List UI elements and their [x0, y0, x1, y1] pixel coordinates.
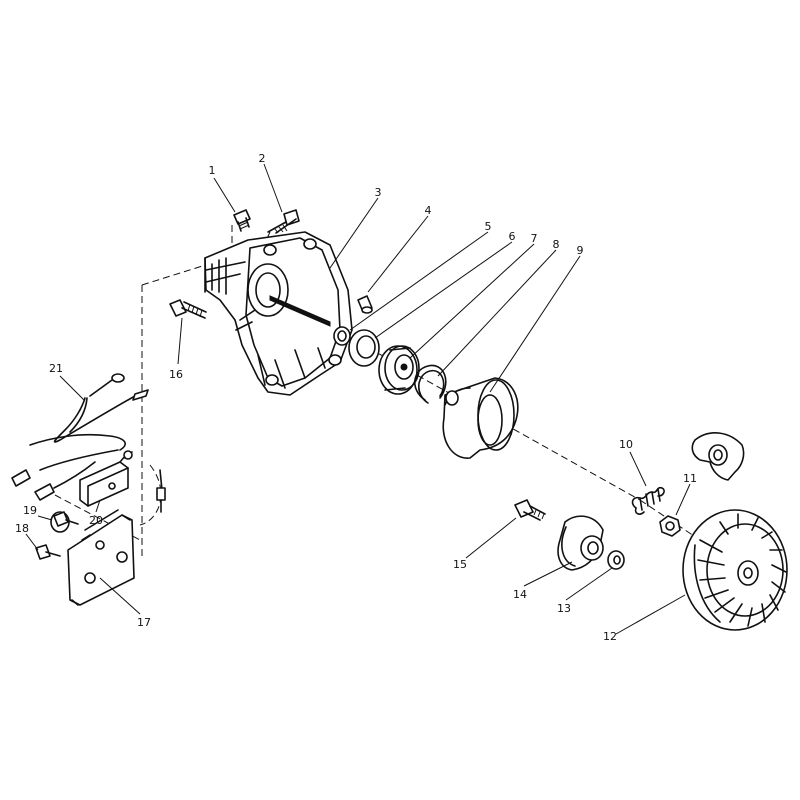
ref-label: 14 [513, 588, 527, 601]
part-bearing-7 [378, 345, 420, 395]
ref-label: 19 [23, 504, 37, 517]
part-snap-ring-8 [414, 364, 447, 404]
ref-label: 9 [577, 244, 584, 257]
assembly-axis-lines [54, 225, 701, 560]
reference-numbers: 1 2 3 4 5 6 7 8 9 10 11 12 13 14 15 16 1… [15, 152, 697, 643]
ref-label: 12 [603, 630, 617, 643]
ref-label: 3 [375, 186, 382, 199]
ref-label: 1 [209, 164, 216, 177]
part-washer-13 [607, 550, 625, 570]
ref-label: 21 [49, 362, 63, 375]
ref-label: 7 [531, 232, 538, 245]
ref-label: 20 [89, 514, 103, 527]
part-washer-6 [348, 329, 380, 367]
ref-label: 4 [425, 204, 432, 217]
ref-label: 18 [15, 522, 29, 535]
ref-label: 15 [453, 558, 467, 571]
part-clutch-drum-9 [442, 377, 519, 459]
part-seal-5 [333, 326, 351, 346]
part-wiring-harness-21 [11, 373, 166, 513]
part-shoulder-bolt-15 [514, 499, 546, 521]
part-mounting-plate-17 [67, 509, 135, 606]
part-screw-19 [50, 511, 79, 533]
part-bolt-1 [233, 209, 251, 232]
part-screw-18 [35, 544, 61, 560]
part-bolt-16 [169, 299, 207, 319]
part-spring-10 [631, 486, 665, 515]
ref-label: 5 [485, 220, 492, 233]
ref-label: 2 [259, 152, 266, 165]
part-clutch-shoe-14 [557, 515, 604, 571]
part-bolt-2 [267, 209, 300, 234]
ref-label: 11 [683, 472, 697, 485]
part-ignition-module-20 [79, 450, 133, 507]
ref-label: 16 [169, 368, 183, 381]
ref-label: 13 [557, 602, 571, 615]
part-nut-11 [659, 515, 681, 537]
ref-label: 6 [509, 230, 516, 243]
leader-lines [25, 163, 691, 635]
part-clutch-shoe-top [691, 432, 745, 481]
part-dowel-pin-4 [357, 295, 373, 314]
part-crankcase-housing-3 [204, 231, 353, 396]
part-flywheel-12 [682, 509, 788, 631]
ref-label: 10 [619, 438, 633, 451]
ref-label: 8 [553, 238, 560, 251]
ref-label: 17 [137, 616, 151, 629]
